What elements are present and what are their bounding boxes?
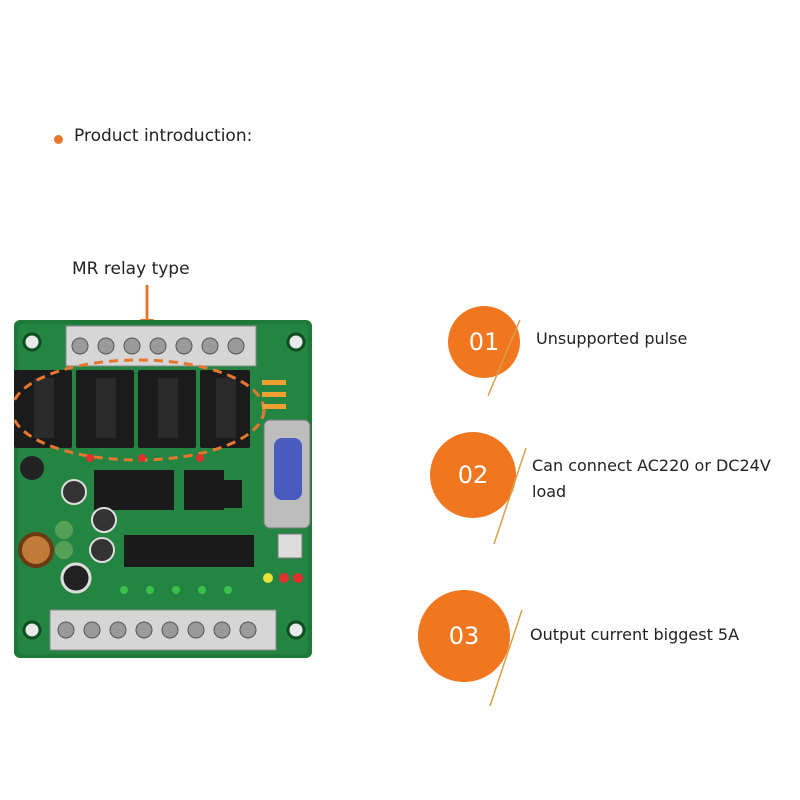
- feature-text: Can connect AC220 or DC24V load: [532, 456, 771, 501]
- feature-number-badge: 02: [430, 432, 516, 518]
- feature-number-badge: 01: [448, 306, 520, 378]
- decorative-line-icon: [493, 448, 527, 545]
- heading-text: Product introduction:: [74, 126, 253, 146]
- plc-board-image: [14, 320, 312, 658]
- feature-number-badge: 03: [418, 590, 510, 682]
- feature-text: Unsupported pulse: [536, 329, 688, 348]
- relay-callout-label: MR relay type: [72, 259, 190, 279]
- product-intro-heading: Product introduction:: [54, 126, 252, 146]
- bullet-dot-icon: [54, 134, 63, 144]
- decorative-line-icon: [489, 610, 523, 707]
- decorative-line-icon: [487, 320, 521, 397]
- feature-text: Output current biggest 5A: [530, 625, 740, 644]
